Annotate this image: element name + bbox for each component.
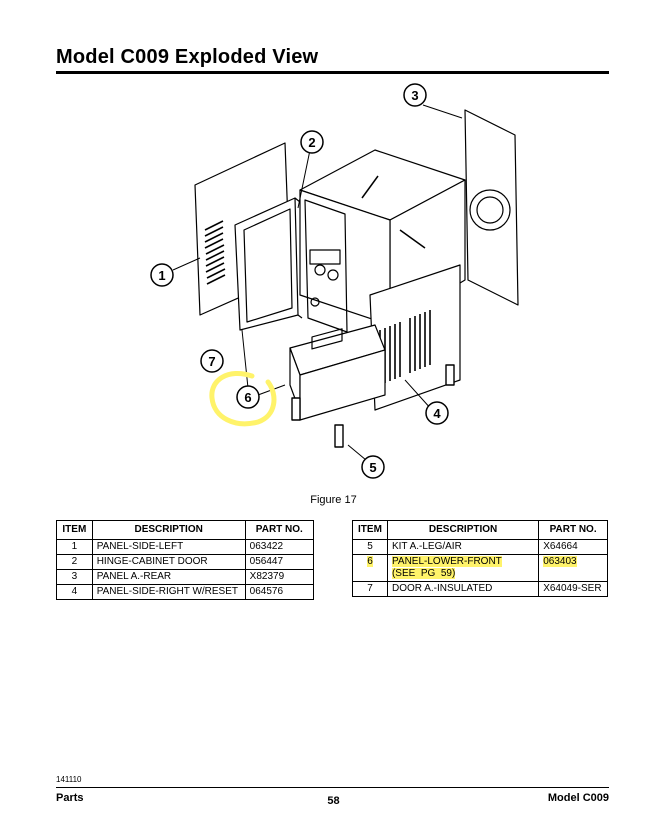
figure-caption: Figure 17 [310,494,357,506]
column-header: DESCRIPTION [386,520,540,540]
highlighted-description: PANEL-LOWER-FRONT [391,556,502,567]
title-rule [56,71,609,74]
svg-text:4: 4 [433,406,441,421]
table-row: 2 HINGE-CABINET DOOR 056447 [56,554,315,570]
callout-6: 6 [236,385,260,409]
item-cell: 3 [56,569,93,585]
lower-front-panel [289,324,386,421]
table-row: 1 PANEL-SIDE-LEFT 063422 [56,539,315,555]
parts-table-right: ITEM DESCRIPTION PART NO. 5 KIT A.-LEG/A… [352,520,608,597]
rear-panel [464,109,519,306]
svg-text:2: 2 [308,135,315,150]
description-cell: KIT A.-LEG/AIR [386,539,540,555]
page-title: Model C009 Exploded View [56,46,319,68]
callout-3: 3 [403,83,427,107]
column-header: ITEM [352,520,388,540]
part-no-cell: X64664 [538,539,608,555]
description-cell: HINGE-CABINET DOOR [91,554,246,570]
table-row: 3 PANEL A.-REAR X82379 [56,569,315,585]
svg-text:3: 3 [411,88,418,103]
part-no-cell: 063422 [244,539,315,555]
description-cell: PANEL-SIDE-RIGHT W/RESET [91,584,246,600]
highlight-loop [209,370,277,427]
column-header: ITEM [56,520,93,540]
description-cell: DOOR A.-INSULATED [386,581,540,597]
item-cell: 1 [56,539,93,555]
document-code: 141110 [56,775,82,784]
callout-1: 1 [150,263,174,287]
column-header: PART NO. [538,520,608,540]
item-cell: 7 [352,581,388,597]
svg-text:1: 1 [158,268,165,283]
table-row-highlighted: 6 PANEL-LOWER-FRONT (SEE PG 59) 063403 [352,554,608,582]
page-number: 58 [327,795,340,807]
part-no-cell: 064576 [244,584,315,600]
description-cell: PANEL A.-REAR [91,569,246,585]
item-cell: 6 [352,554,388,582]
part-no-cell: 056447 [244,554,315,570]
table-row: 5 KIT A.-LEG/AIR X64664 [352,539,608,555]
highlighted-part-no: 063403 [543,556,577,567]
table-row: 4 PANEL-SIDE-RIGHT W/RESET 064576 [56,584,315,600]
column-header: DESCRIPTION [91,520,246,540]
table-header-row: ITEM DESCRIPTION PART NO. [56,520,315,540]
svg-text:7: 7 [208,354,215,369]
callout-5: 5 [361,455,385,479]
highlighted-description-note: (SEE PG 59) [391,568,456,579]
insulated-door [234,197,303,331]
svg-text:6: 6 [244,390,251,405]
footer-model-label: Model C009 [547,792,609,804]
description-cell: PANEL-LOWER-FRONT (SEE PG 59) [386,554,540,582]
right-side-panel [369,264,461,411]
table-header-row: ITEM DESCRIPTION PART NO. [352,520,608,540]
parts-table-left: ITEM DESCRIPTION PART NO. 1 PANEL-SIDE-L… [56,520,315,600]
part-no-cell: X64049-SER [538,581,608,597]
callout-4: 4 [425,401,449,425]
description-cell: PANEL-SIDE-LEFT [91,539,246,555]
item-cell: 2 [56,554,93,570]
column-header: PART NO. [244,520,315,540]
part-no-cell: X82379 [244,569,315,585]
svg-text:5: 5 [369,460,376,475]
leader-lines [172,104,463,466]
callout-7: 7 [200,349,224,373]
item-cell: 4 [56,584,93,600]
part-no-cell: 063403 [538,554,608,582]
footer-section-label: Parts [56,792,84,804]
legs [291,364,455,448]
callout-2: 2 [300,130,324,154]
exploded-view-diagram: 1 2 3 4 5 6 7 [150,83,519,479]
highlighted-item: 6 [367,556,373,567]
item-cell: 5 [352,539,388,555]
footer-rule [56,787,609,788]
table-row: 7 DOOR A.-INSULATED X64049-SER [352,581,608,597]
